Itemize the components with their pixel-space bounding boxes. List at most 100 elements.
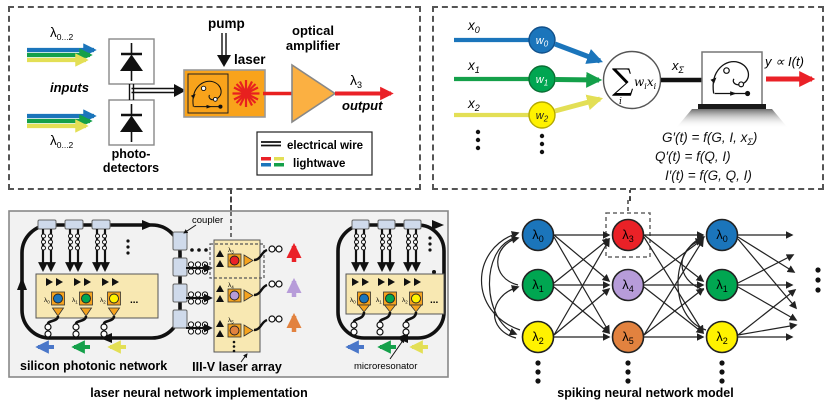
w1-circle: [528, 65, 556, 93]
center-dots: [190, 248, 208, 252]
svg-text:λ4: λ4: [228, 282, 234, 290]
snn-node-l3-0: λ0: [705, 218, 739, 252]
snn-panel-svg: λ0 λ1 λ2 λ3 λ4 λ5 λ0 λ1: [480, 200, 821, 384]
svg-text:λ4: λ4: [622, 277, 634, 294]
output-wavelength: λ3: [350, 72, 362, 90]
implementation-panel-svg: λ0 λ1 λ2 ...: [8, 210, 449, 378]
amplifier-label-1: optical: [292, 23, 334, 38]
svg-text:λ1: λ1: [376, 297, 382, 305]
connector-line-left: [230, 188, 232, 211]
photodetectors-label-2: detectors: [103, 161, 159, 175]
edges-l1-l2: [553, 231, 611, 341]
x1-label: x1: [467, 58, 480, 75]
coupler-label: coupler: [192, 215, 223, 226]
w0-arrow: [554, 41, 603, 64]
w1-label: w1: [536, 74, 548, 88]
svg-text:λ2: λ2: [402, 297, 408, 305]
left-photonic-loop: [17, 219, 188, 343]
svg-text:λ5: λ5: [622, 329, 634, 346]
sum-terms: wixi: [634, 75, 657, 91]
electrical-wire: [128, 84, 186, 100]
w0-label: w0: [536, 35, 549, 49]
svg-text:λ3: λ3: [228, 247, 234, 255]
snn-node-l3-2: λ2: [705, 320, 739, 354]
recurrent-arcs: [480, 231, 521, 339]
weight-banks: [186, 261, 213, 335]
amplifier-panel: λ0...2 λ0...2 inputs photo- detectors: [8, 6, 421, 190]
svg-text:λ3: λ3: [622, 227, 634, 244]
snn-node-l2-1: λ4: [611, 268, 645, 302]
photodetector-top: [108, 38, 155, 85]
svg-text:...: ...: [130, 295, 139, 306]
output-label: output: [342, 98, 383, 113]
left-laser-bank: λ0 λ1 λ2 ...: [35, 273, 159, 354]
w2-arrow: [554, 94, 604, 114]
svg-text:λ1: λ1: [72, 297, 78, 305]
silicon-network-label: silicon photonic network: [20, 359, 167, 373]
svg-text:i: i: [619, 97, 622, 107]
amplifier-panel-svg: λ0...2 λ0...2 inputs photo- detectors: [27, 16, 394, 176]
inputs-label: inputs: [50, 80, 89, 95]
right-laser-bank: λ0 λ1 λ2 ...: [345, 273, 445, 354]
x-sigma-label: xΣ: [671, 58, 685, 75]
sigma: ∑: [612, 63, 634, 98]
laser-array-label: III-V laser array: [192, 360, 282, 374]
snn-ellipsis: [535, 267, 821, 384]
svg-text:λ0: λ0: [350, 297, 356, 305]
svg-text:λ0: λ0: [44, 297, 50, 305]
microresonator-pointer: [389, 338, 405, 360]
iii-v-laser-array: λ3 λ4 λ5: [209, 239, 302, 353]
svg-text:λ2: λ2: [100, 297, 106, 305]
laser-box: [183, 69, 266, 118]
w0-circle: [528, 26, 556, 54]
svg-text:λ1: λ1: [532, 277, 544, 294]
amplifier-label-2: amplifier: [286, 38, 340, 53]
arcs-into-l3: [677, 235, 707, 331]
laser-cavity-box: [676, 51, 788, 128]
input-ellipsis: [475, 129, 545, 155]
pump-label: pump: [208, 16, 245, 31]
input-lightwaves-top: [27, 43, 97, 67]
legend: electrical wire lightwave: [256, 131, 373, 176]
snn-node-l1-0: λ0: [521, 218, 555, 252]
selected-laser-dashed-box: [209, 243, 265, 279]
x2-label: x2: [467, 96, 480, 113]
svg-text:λ0: λ0: [716, 227, 728, 244]
coupler-pointer: [183, 224, 197, 234]
neuron-panel-svg: x0 w0 x1 w1 x2 w2 ∑ i wixi xΣ: [454, 18, 816, 183]
snn-node-l2-2: λ5: [611, 320, 645, 354]
snn-node-l3-1: λ1: [705, 268, 739, 302]
equation-Q: Q′(t) = f(Q, I): [655, 149, 731, 164]
laser-label: laser: [234, 52, 266, 67]
snn-caption: spiking neural network model: [557, 386, 734, 400]
microresonator-label: microresonator: [354, 361, 417, 372]
legend-electrical-wire: electrical wire: [287, 140, 363, 152]
equation-I: I′(t) = f(G, Q, I): [665, 168, 752, 183]
edges-l2-l3: [643, 231, 705, 341]
neuron-output-label: y ∝ I(t): [764, 54, 804, 69]
laser-array-pointer: [240, 353, 248, 363]
svg-text:λ5: λ5: [228, 317, 234, 325]
svg-text:λ2: λ2: [716, 329, 728, 346]
photodetectors-label-1: photo-: [112, 147, 151, 161]
input-bottom-label: λ0...2: [50, 133, 74, 150]
equations: G′(t) = f(G, I, xΣ) Q′(t) = f(Q, I) I′(t…: [655, 130, 757, 183]
connector-line-right: [629, 188, 631, 201]
snn-node-l2-0: λ3: [611, 218, 645, 252]
w2-label: w2: [536, 110, 549, 124]
svg-text:λ0: λ0: [532, 227, 544, 244]
photodetector-bottom: [108, 99, 155, 146]
pump-arrow: [217, 33, 231, 67]
w1-arrow: [554, 71, 603, 88]
neuron-panel: x0 w0 x1 w1 x2 w2 ∑ i wixi xΣ: [432, 6, 824, 190]
legend-lightwave: lightwave: [293, 158, 345, 170]
input-top-label: λ0...2: [50, 25, 74, 42]
implementation-caption: laser neural network implementation: [90, 386, 308, 400]
edges-l3-out: [737, 231, 798, 341]
svg-text:λ1: λ1: [716, 277, 728, 294]
input-lightwaves-bottom: [27, 109, 97, 133]
snn-node-l1-2: λ2: [521, 320, 555, 354]
sum-node: ∑ i wixi: [602, 50, 662, 110]
snn-node-l1-1: λ1: [521, 268, 555, 302]
